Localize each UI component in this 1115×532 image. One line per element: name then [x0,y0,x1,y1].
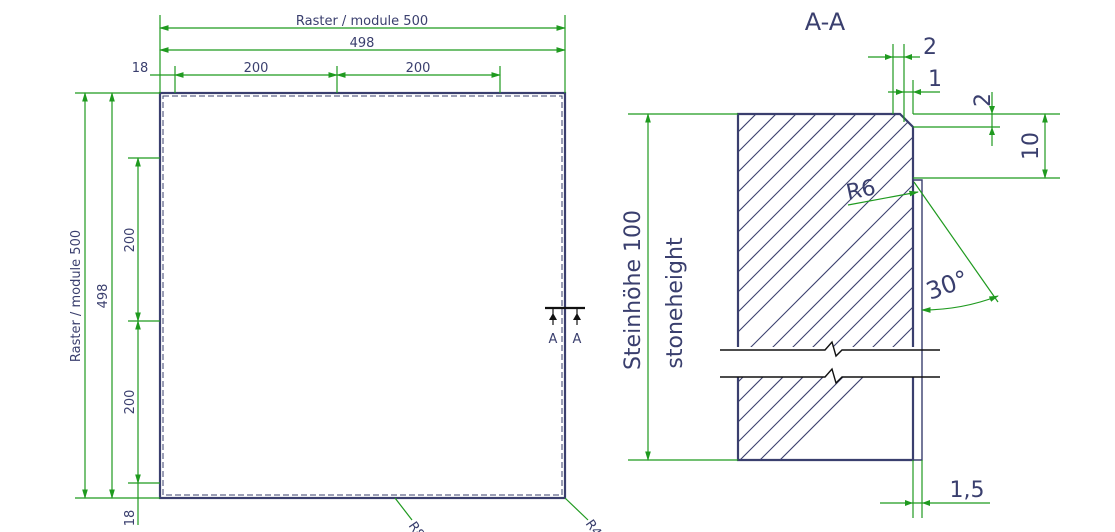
leader-r8 [394,497,413,521]
label-angle-30: 30° [922,265,972,306]
stone-outline [158,91,567,500]
break-line-lower [720,367,940,385]
section-cut-marker: A A [545,306,585,347]
label-top-raster: Raster / module 500 [296,14,428,29]
label-r4: R4 [582,517,604,532]
label-r6: R6 [844,175,878,206]
label-chamfer-2: 2 [923,35,937,60]
label-stone-height-en: stoneheight [663,237,688,369]
label-bottom-18: 18 [123,510,138,527]
angle-leg [913,181,999,303]
plan-view: Raster / module 500 498 200 200 18 Raste… [69,14,604,532]
label-right-2: 2 [971,93,996,107]
stone-inner-outline [162,95,563,496]
label-top-498: 498 [350,36,375,51]
break-line-upper [720,340,940,358]
section-marker-right-label: A [573,332,582,347]
label-left-200-b: 200 [123,390,138,415]
section-marker-left-label: A [549,332,558,347]
label-1-5: 1,5 [950,478,985,503]
label-r8: R8 [405,519,427,532]
leader-r4 [564,497,589,521]
section-side-face [913,179,923,461]
label-left-498: 498 [96,284,111,309]
label-chamfer-1: 1 [928,67,942,92]
section-view: A-A [621,8,1060,518]
section-outline-upper [736,112,915,347]
label-left-200-a: 200 [123,228,138,253]
label-left-raster: Raster / module 500 [69,230,84,362]
leader-r6 [847,190,919,206]
label-stone-height-de: Steinhöhe 100 [621,210,646,370]
angle-arc [921,295,999,313]
label-right-10: 10 [1019,132,1044,160]
label-top-200-a: 200 [244,61,269,76]
label-top-200-b: 200 [406,61,431,76]
section-outline-lower [736,377,915,462]
section-hatching [738,114,913,460]
label-top-18: 18 [132,61,149,76]
section-title: A-A [805,8,846,36]
